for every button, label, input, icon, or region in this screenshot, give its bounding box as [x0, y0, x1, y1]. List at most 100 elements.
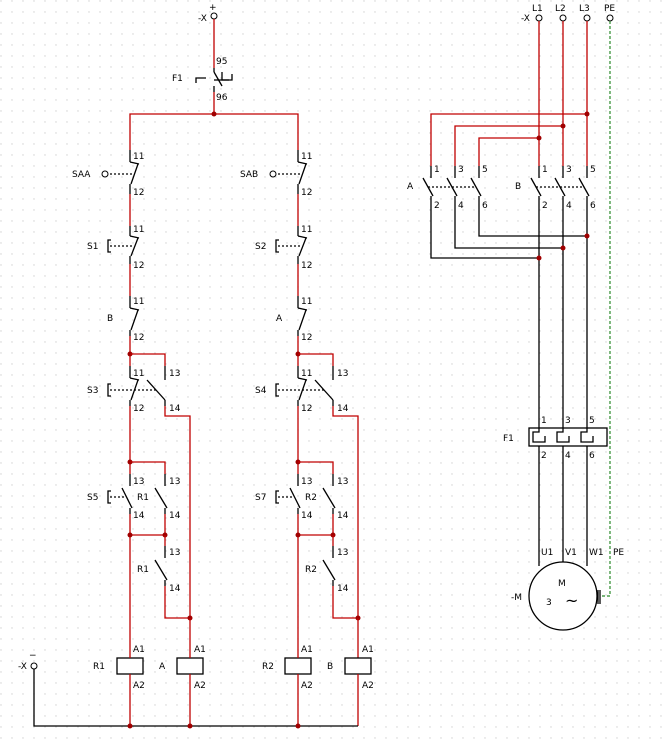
terminal-label: 13 — [133, 477, 144, 487]
terminal-label: 14 — [301, 511, 313, 521]
coil-r1[interactable]: A1 R1 A2 — [93, 645, 145, 691]
s2-label: S2 — [255, 242, 266, 252]
terminal-label: A1 — [133, 645, 145, 655]
pe-terminal[interactable] — [606, 14, 614, 22]
motor-label: -M — [511, 593, 522, 603]
r1-contact-coil-a[interactable]: 13 R1 14 — [137, 546, 181, 594]
s7-button[interactable]: 13 S7 14 — [255, 474, 313, 521]
supply-x-label: -X — [198, 14, 207, 24]
terminal-label: 14 — [169, 511, 181, 521]
terminal-label: 5 — [482, 165, 488, 175]
terminal-label: 12 — [133, 333, 144, 343]
terminal-label: 11 — [133, 369, 144, 379]
terminal-label: 13 — [337, 548, 348, 558]
terminal-label: 14 — [169, 404, 181, 414]
power-x-label: -X — [521, 14, 530, 24]
b-interlock-contact[interactable]: 11 B 12 — [107, 296, 144, 343]
s5-button[interactable]: 13 S5 14 — [87, 474, 145, 521]
terminal-label: PE — [613, 548, 624, 558]
supply-plus-label: + — [209, 3, 217, 13]
overload-f1-label: F1 — [503, 434, 514, 444]
terminal-label: 5 — [589, 416, 595, 426]
terminal-label: 4 — [458, 201, 464, 211]
terminal-label: 14 — [133, 511, 145, 521]
supply-minus-label: − — [29, 651, 37, 661]
line-l3-label: L3 — [579, 4, 590, 14]
s1-label: S1 — [87, 242, 98, 252]
terminal-label: 11 — [301, 369, 312, 379]
terminal-label: 13 — [169, 548, 180, 558]
supply-plus-terminal[interactable] — [210, 12, 218, 20]
s2-button[interactable]: 11 S2 12 — [255, 225, 312, 271]
terminal-label: 13 — [169, 477, 180, 487]
s7-label: S7 — [255, 493, 266, 503]
terminal-label: 13 — [337, 477, 348, 487]
supply-minus-terminal[interactable] — [30, 662, 38, 670]
sab-stop-button[interactable]: 11 SAB 12 — [240, 150, 312, 198]
terminal-label: 14 — [337, 511, 349, 521]
terminal-label: A1 — [194, 645, 206, 655]
overload-aux-contact[interactable]: 95 F1 96 — [172, 57, 233, 103]
contactor-a[interactable]: A 1 3 5 2 4 6 — [407, 165, 488, 211]
terminal-label: 14 — [337, 404, 349, 414]
motor-phases: 3 — [546, 598, 552, 608]
terminal-label: 12 — [301, 261, 312, 271]
motor[interactable]: U1 V1 W1 PE -M M 3 ~ — [511, 548, 624, 631]
terminal-label: 11 — [133, 225, 144, 235]
l2-terminal[interactable] — [559, 14, 567, 22]
r1-self-hold-contact[interactable]: 13 R1 14 — [137, 474, 181, 521]
coil-b-label: B — [327, 662, 333, 672]
r1a-label: R1 — [137, 493, 149, 503]
terminal-label: 12 — [301, 188, 312, 198]
terminal-label: 2 — [542, 201, 548, 211]
r2b-label: R2 — [305, 565, 317, 575]
r2-contact-coil-b[interactable]: 13 R2 14 — [305, 546, 349, 594]
overload-relay-f1[interactable]: F1 1 3 5 2 4 6 — [503, 416, 608, 461]
terminal-label: A2 — [301, 681, 313, 691]
terminal-label: 13 — [169, 369, 180, 379]
contactor-a-label: A — [407, 182, 414, 192]
terminal-label: 12 — [133, 261, 144, 271]
coil-r1-label: R1 — [93, 662, 105, 672]
contactor-b[interactable]: B 1 3 5 2 4 6 — [515, 165, 596, 211]
terminal-label: A2 — [133, 681, 145, 691]
coil-a[interactable]: A1 A A2 — [159, 645, 206, 691]
s4-label: S4 — [255, 386, 267, 396]
terminal-label: 6 — [482, 201, 488, 211]
terminal-label: 12 — [301, 404, 312, 414]
terminal-label: 1 — [542, 165, 548, 175]
terminal-label: A1 — [301, 645, 313, 655]
line-pe-label: PE — [604, 4, 615, 14]
terminal-label: 6 — [590, 201, 596, 211]
terminal-label: 6 — [589, 451, 595, 461]
r2-self-hold-contact[interactable]: 13 R2 14 — [305, 474, 349, 521]
f1-aux-name: F1 — [172, 74, 183, 84]
wire-return — [33, 669, 358, 727]
a-interlock-contact[interactable]: 11 A 12 — [276, 296, 312, 343]
line-l2-label: L2 — [555, 4, 566, 14]
saa-stop-button[interactable]: 11 SAA 12 — [72, 150, 144, 198]
l3-terminal[interactable] — [583, 14, 591, 22]
line-l1-label: L1 — [532, 4, 543, 14]
f1-aux-t-bot: 96 — [216, 93, 228, 103]
terminal-label: 11 — [133, 152, 144, 162]
terminal-label: V1 — [565, 548, 577, 558]
s3-button[interactable]: 11 13 S3 12 14 — [87, 366, 181, 414]
power-circuit: -X L1 L2 L3 PE A 1 3 5 2 — [407, 4, 624, 631]
s4-button[interactable]: 11 13 S4 12 14 — [255, 366, 349, 414]
s1-button[interactable]: 11 S1 12 — [87, 225, 144, 271]
terminal-label: 12 — [133, 404, 144, 414]
terminal-label: 12 — [133, 188, 144, 198]
terminal-label: 1 — [434, 165, 440, 175]
terminal-label: A2 — [194, 681, 206, 691]
terminal-label: 5 — [590, 165, 596, 175]
l1-terminal[interactable] — [535, 14, 543, 22]
node-split — [211, 111, 217, 117]
terminal-label: 4 — [565, 451, 571, 461]
terminal-label: 11 — [133, 297, 144, 307]
terminal-label: 14 — [337, 584, 349, 594]
terminal-label: 11 — [301, 225, 312, 235]
supply-x-bottom-label: -X — [18, 662, 27, 672]
coil-r2-label: R2 — [262, 662, 274, 672]
